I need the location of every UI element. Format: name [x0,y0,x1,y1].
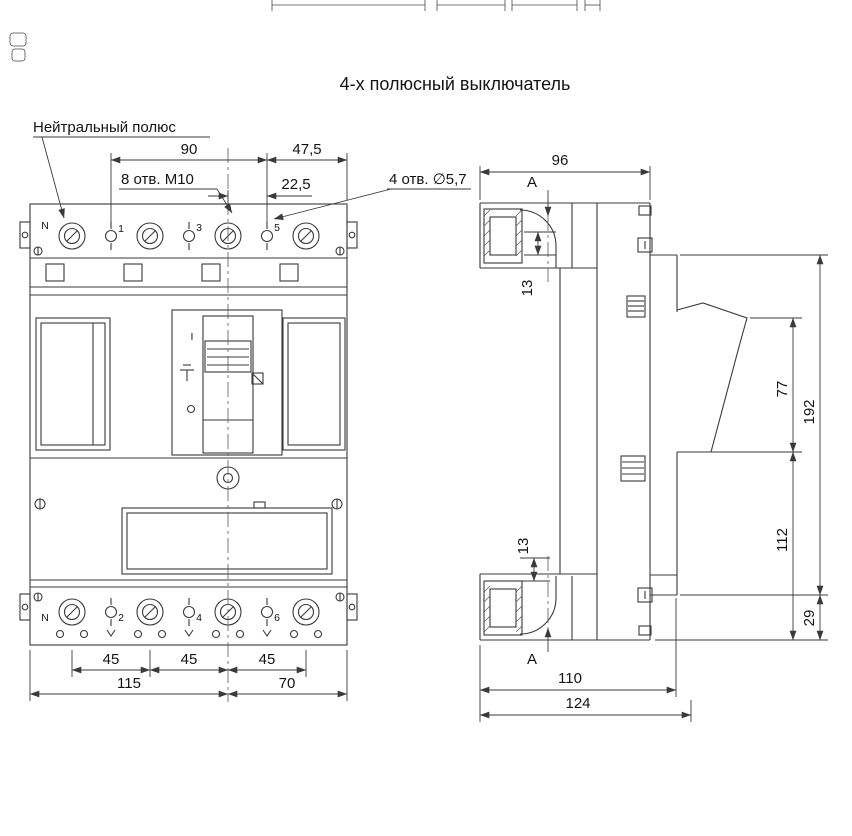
side-view [479,202,748,641]
dim-96-label: 96 [552,152,569,169]
terminal-label-n-top: N [41,220,49,232]
dim-192-label: 192 [801,399,818,424]
side-view-bottom-clamp [483,576,573,640]
front-view-windows [35,317,346,451]
terminal-label-5: 5 [274,222,280,234]
front-view: N 1 3 5 I [19,148,358,702]
front-view-body [19,203,358,646]
d57-holes-note: 4 отв. ∅5,7 [389,171,467,188]
terminal-label-6: 6 [274,612,280,624]
toggle-on-label: I [191,331,194,343]
front-view-toggle-mechanism: I [171,309,283,456]
front-view-top-terminals: N 1 3 5 [33,220,345,256]
dim-124-label: 124 [565,695,590,712]
side-view-handle [676,302,748,453]
dim-45-b-label: 45 [181,651,198,668]
dim-47-5-label: 47,5 [292,141,321,158]
dim-70-label: 70 [279,675,296,692]
terminal-label-4: 4 [196,612,202,624]
terminal-label-3: 3 [196,222,202,234]
dim-13-top-label: 13 [519,280,536,297]
cropped-drawing-artifact-left [9,32,27,62]
neutral-pole-note: Нейтральный полюс [33,119,176,136]
side-view-outline [479,202,748,641]
din-clip-bottom [620,455,646,482]
side-view-details [620,205,653,636]
dim-115-label: 115 [117,675,141,692]
dim-45-c-label: 45 [259,651,276,668]
cropped-drawing-artifact-top [271,0,601,11]
terminal-label-1: 1 [118,223,124,235]
dim-45-a-label: 45 [103,651,120,668]
dim-22-5-label: 22,5 [281,176,310,193]
terminal-label-n-bottom: N [41,612,49,624]
terminal-label-2: 2 [118,612,124,624]
front-view-center-details [34,466,343,575]
dim-90-label: 90 [181,141,198,158]
dim-13-bottom-label: 13 [515,538,532,555]
side-view-dimensions: A A 96 13 13 [479,152,828,722]
side-view-top-clamp [483,203,573,268]
section-a-bottom-label: A [527,651,537,668]
dim-77-label: 77 [774,381,791,398]
dim-112-label: 112 [774,528,791,552]
front-view-bottom-terminals: N 2 4 6 [33,592,345,639]
section-a-top-label: A [527,174,537,191]
dim-110-label: 110 [558,670,582,687]
din-clip-top [626,295,646,318]
drawing-title: 4-х полюсный выключатель [340,74,571,94]
dim-29-label: 29 [801,610,818,627]
front-view-vents [45,263,299,282]
label-plate [121,507,333,575]
front-view-dimensions: 90 47,5 22,5 Нейтральный полюс 8 отв. М1… [29,119,471,701]
m10-holes-note: 8 отв. М10 [121,171,194,188]
